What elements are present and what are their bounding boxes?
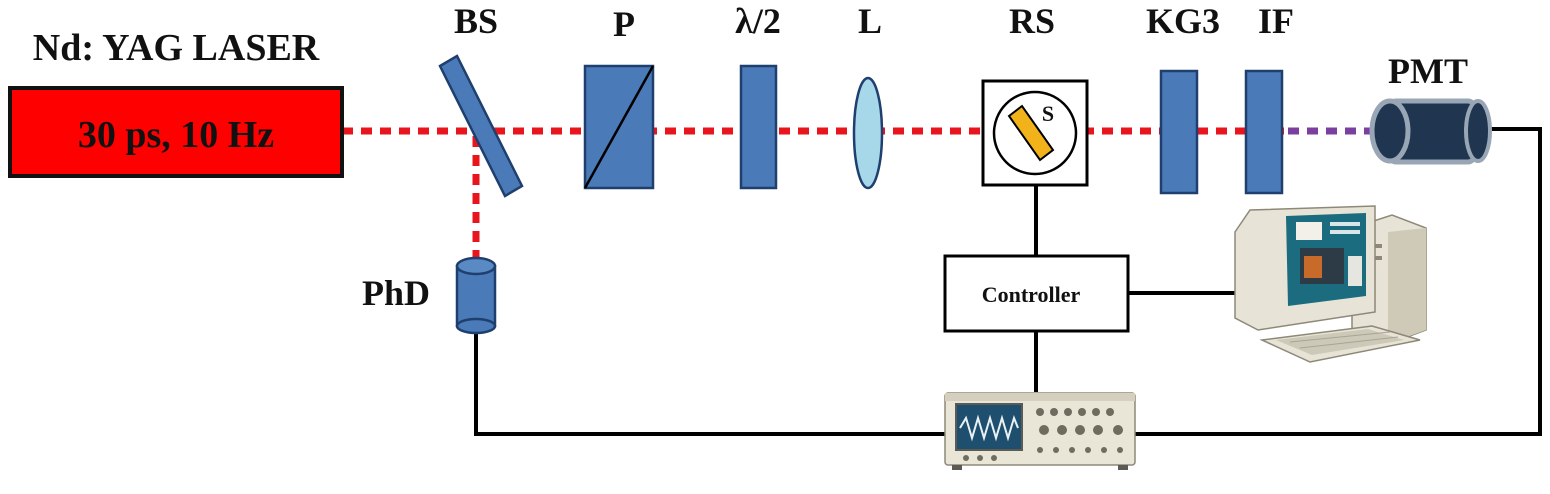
photodiode-bottom bbox=[455, 317, 497, 335]
laser-box bbox=[8, 86, 344, 178]
lens-label: L bbox=[858, 1, 882, 41]
polarizer-label: P bbox=[613, 4, 635, 44]
oscilloscope-icon bbox=[944, 392, 1136, 470]
laser-title-label: Nd: YAG LASER bbox=[33, 27, 320, 69]
half-wave-plate-body bbox=[739, 64, 778, 190]
pmt-label: PMT bbox=[1388, 51, 1468, 91]
wiring bbox=[474, 127, 1542, 436]
interference-filter-body bbox=[1244, 69, 1284, 195]
half-wave-plate-label: λ/2 bbox=[735, 1, 781, 41]
polarizer: P bbox=[583, 4, 655, 190]
desktop-computer-icon bbox=[1234, 205, 1427, 363]
photodiode-body bbox=[455, 264, 497, 328]
pmt-to-oscilloscope-wire bbox=[1135, 127, 1542, 436]
interference-filter: IF bbox=[1244, 1, 1294, 195]
sample-slab bbox=[1007, 104, 1055, 162]
beam-splitter-label: BS bbox=[454, 1, 498, 41]
kg3-filter: KG3 bbox=[1146, 1, 1220, 195]
phd-to-oscilloscope-wire bbox=[474, 330, 945, 436]
sample-label: S bbox=[1042, 101, 1054, 126]
pmt-back bbox=[1464, 99, 1492, 163]
kg3-filter-body bbox=[1159, 69, 1199, 195]
kg3-filter-label: KG3 bbox=[1146, 1, 1220, 41]
lens: L bbox=[852, 1, 884, 190]
controller-label: Controller bbox=[982, 282, 1081, 307]
photomultiplier: PMT bbox=[1369, 51, 1492, 165]
laser-spec-label: 30 ps, 10 Hz bbox=[78, 114, 274, 156]
half-wave-plate: λ/2 bbox=[735, 1, 781, 190]
beam-splitter: BS bbox=[438, 1, 524, 198]
rotation-stage-label: RS bbox=[1009, 1, 1055, 41]
photodiode: PhD bbox=[362, 256, 497, 335]
pmt-front bbox=[1369, 98, 1411, 164]
beam-splitter-plate bbox=[438, 54, 524, 198]
laser-beam bbox=[342, 127, 1378, 278]
polarizer-diagonal bbox=[583, 65, 655, 189]
controller: Controller bbox=[943, 254, 1130, 333]
laser-source: 30 ps, 10 Hz Nd: YAG LASER bbox=[8, 27, 344, 178]
interference-filter-label: IF bbox=[1258, 1, 1294, 41]
photodiode-top bbox=[455, 256, 497, 276]
controller-box bbox=[943, 254, 1130, 333]
lens-body bbox=[852, 76, 884, 190]
rotation-stage: S RS bbox=[981, 1, 1089, 187]
photodiode-label: PhD bbox=[362, 273, 430, 313]
